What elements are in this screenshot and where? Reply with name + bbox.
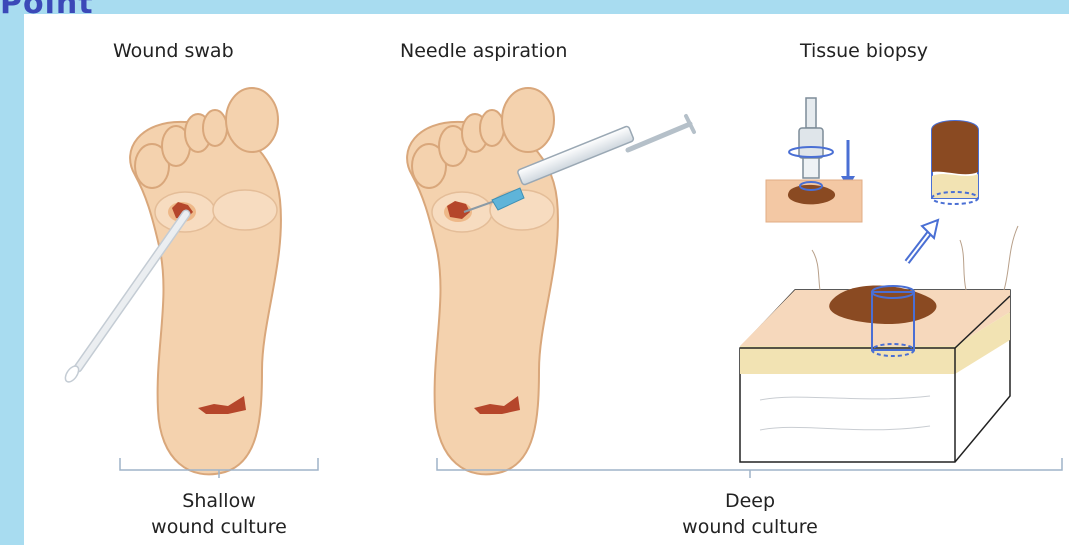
skin-sample-small xyxy=(766,180,862,222)
skin-block-cross-section xyxy=(740,226,1018,462)
tissue-core-sample xyxy=(932,121,978,204)
label-deep-line2: wound culture xyxy=(682,516,818,538)
label-deep-line1: Deep xyxy=(725,490,775,512)
label-wound-swab: Wound swab xyxy=(113,40,234,62)
biopsy-punch-tool xyxy=(789,98,855,188)
up-arrow xyxy=(907,220,938,262)
label-needle-aspiration: Needle aspiration xyxy=(400,40,567,62)
label-shallow-line1: Shallow xyxy=(182,490,255,512)
label-shallow-line2: wound culture xyxy=(151,516,287,538)
foot-illustration-needle xyxy=(407,88,558,474)
label-tissue-biopsy: Tissue biopsy xyxy=(800,40,928,62)
foot-illustration-swab xyxy=(130,88,281,474)
